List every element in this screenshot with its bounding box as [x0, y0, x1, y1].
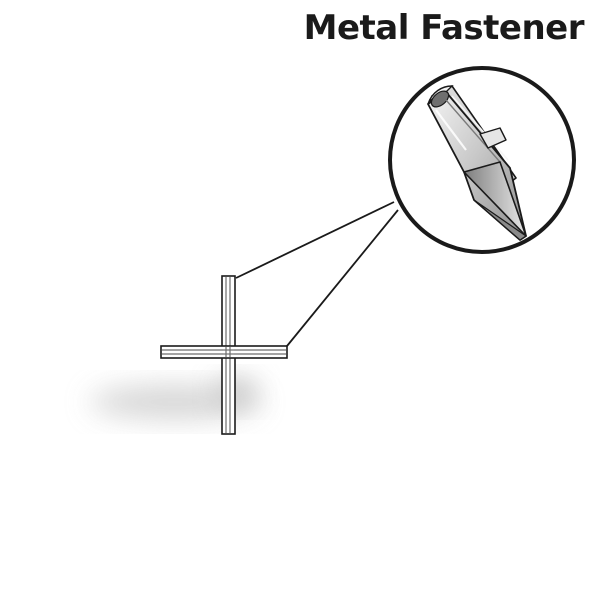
cross-fastener-icon [160, 275, 288, 435]
callout-leader-lines [235, 201, 399, 347]
magnifier-callout [388, 66, 576, 254]
diagram-title: Metal Fastener [303, 8, 585, 48]
fastener-tip-icon [427, 85, 527, 241]
